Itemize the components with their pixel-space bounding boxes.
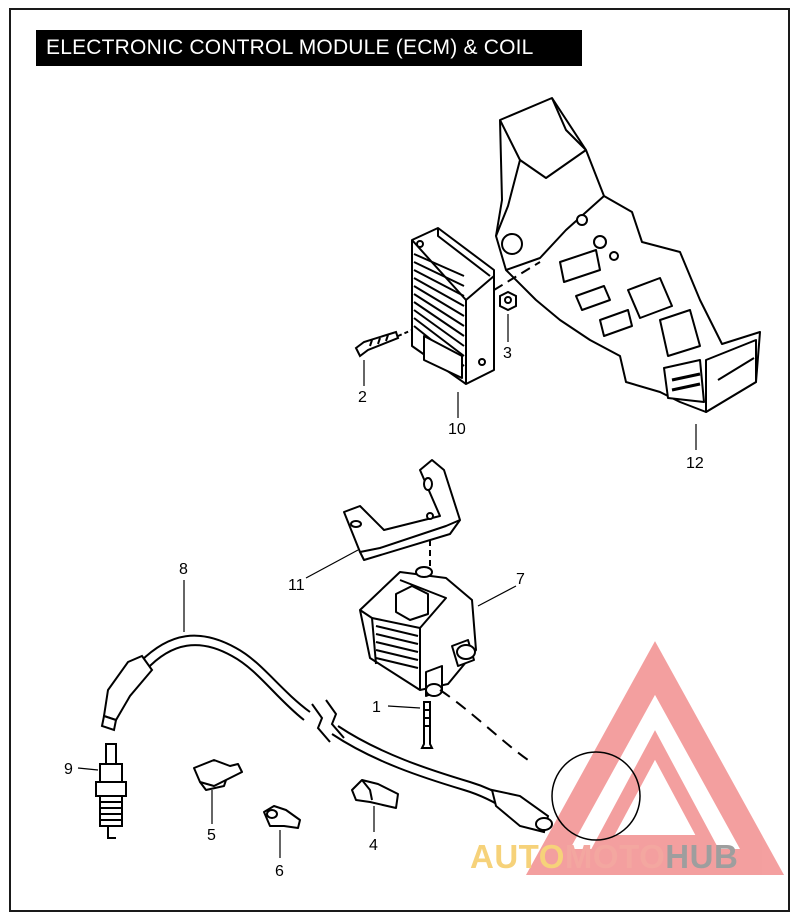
part-10-ecm [411, 227, 495, 385]
callout-4: 4 [369, 837, 378, 854]
callout-12: 12 [686, 455, 704, 472]
part-12-electrical-caddy [495, 97, 761, 413]
callout-7: 7 [516, 571, 525, 588]
callout-2: 2 [358, 389, 367, 406]
part-5-clip [193, 759, 243, 791]
watermark-logo [525, 641, 785, 875]
part-9-spark-plug [95, 743, 127, 839]
part-2-screw [354, 329, 413, 358]
diagram-title: ELECTRONIC CONTROL MODULE (ECM) & COIL [46, 36, 534, 59]
watermark-moto: MOTO [564, 838, 666, 875]
callout-3: 3 [503, 345, 512, 362]
callout-8: 8 [179, 561, 188, 578]
callout-1: 1 [372, 699, 381, 716]
part-6-cable-clip [263, 805, 301, 829]
watermark-hub: HUB [665, 838, 739, 875]
callout-6: 6 [275, 863, 284, 880]
callout-11: 11 [288, 577, 305, 594]
watermark-auto: AUTO [470, 838, 565, 875]
part-7-ignition-coil [359, 566, 477, 697]
callout-5: 5 [207, 827, 216, 844]
part-4-p-clamp [351, 779, 399, 809]
leader-lines [77, 314, 697, 858]
part-8-spark-plug-cable [100, 634, 641, 841]
callout-9: 9 [64, 761, 73, 778]
callout-10: 10 [448, 421, 466, 438]
part-3-nut [493, 261, 541, 312]
callout-labels: 2 3 10 12 11 7 8 1 9 5 6 4 [64, 345, 704, 880]
part-1-bolt [420, 701, 434, 749]
watermark-text: AUTOMOTOHUB [470, 838, 738, 876]
title-bar: ELECTRONIC CONTROL MODULE (ECM) & COIL [36, 30, 582, 66]
part-11-bracket [343, 459, 461, 566]
diagram-frame [9, 8, 790, 912]
